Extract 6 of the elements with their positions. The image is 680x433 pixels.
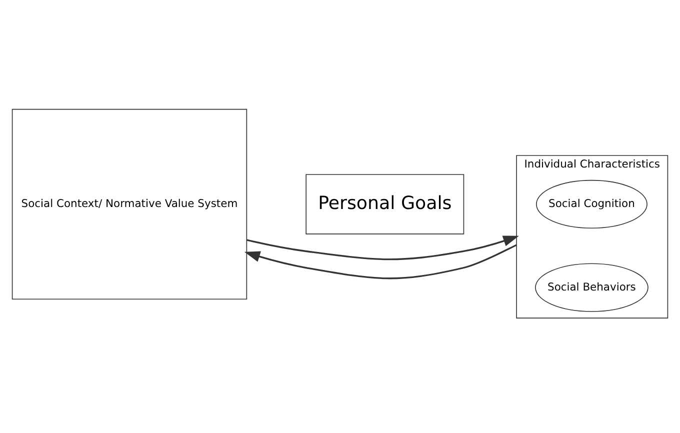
node-box: Personal Goals	[306, 174, 464, 234]
arrow	[246, 235, 519, 260]
node-ellipse: Social Behaviors	[535, 262, 648, 312]
node-box: Social Context/ Normative Value System	[12, 108, 248, 300]
arrow	[244, 244, 517, 279]
node-ellipse: Social Cognition	[536, 179, 648, 228]
